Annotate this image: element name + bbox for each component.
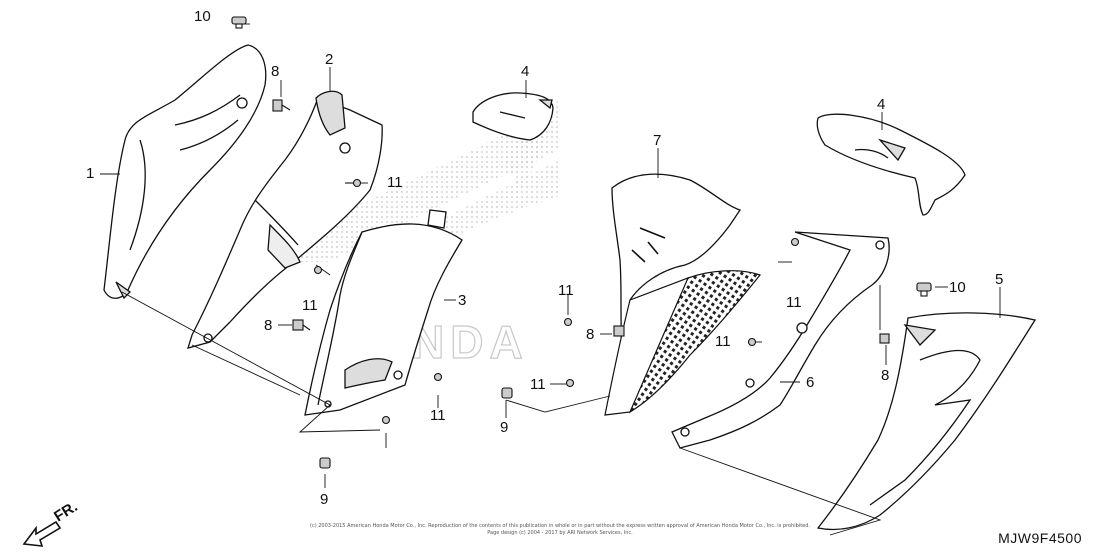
callout-10-right: 10: [949, 279, 966, 296]
part-5-lower-cowl: [816, 312, 1037, 531]
screw-11-b: [313, 265, 323, 275]
callout-11-e: 11: [715, 333, 731, 350]
screw-10-right: [916, 282, 932, 297]
clip-9-a: [319, 457, 331, 469]
screw-11-a: [345, 178, 362, 188]
callout-3: 3: [458, 292, 467, 309]
callout-11-f: 11: [530, 376, 546, 393]
callout-4-left: 4: [521, 63, 530, 80]
callout-11-a: 11: [387, 174, 403, 191]
screw-11-g: [433, 372, 443, 382]
callout-8-top: 8: [271, 63, 280, 80]
screw-11-c: [563, 317, 573, 327]
part-2-inner-panel: [187, 90, 383, 349]
callout-8-right: 8: [881, 367, 890, 384]
callout-5: 5: [995, 271, 1004, 288]
callout-9-center: 9: [500, 419, 509, 436]
part-4-right-cover: [816, 113, 966, 216]
clip-9-b: [501, 387, 513, 399]
callout-11-g: 11: [430, 407, 446, 424]
callout-8-center: 8: [586, 326, 595, 343]
bolt-8-b: [292, 319, 311, 331]
part-4-left-cover: [472, 92, 554, 141]
part-7-inner-cover: [611, 173, 742, 351]
callout-9-left: 9: [320, 491, 329, 508]
bolt-8-d: [879, 333, 890, 344]
callout-1: 1: [86, 165, 95, 182]
fasteners: [231, 16, 932, 469]
part-1-side-cowl: [103, 44, 267, 300]
screw-11-f: [565, 378, 575, 388]
callout-11-b: 11: [302, 297, 318, 314]
screw-10-top: [231, 16, 247, 29]
screw-11-h: [381, 415, 391, 425]
part-3-middle-panel: [304, 209, 463, 416]
callout-11-c: 11: [558, 282, 574, 299]
callout-10-top: 10: [194, 8, 211, 25]
part-6-lower-bracket: [671, 231, 890, 449]
diagram-code: MJW9F4500: [998, 530, 1082, 546]
copyright-line-2: Page design (c) 2004 - 2017 by ARI Netwo…: [487, 530, 633, 536]
screw-11-e: [747, 337, 757, 347]
callout-6: 6: [806, 374, 815, 391]
callout-2: 2: [325, 51, 334, 68]
mesh-grille: [604, 270, 761, 416]
screw-11-d: [790, 237, 800, 247]
callout-7: 7: [653, 132, 662, 149]
copyright-notice: (c) 2003-2015 American Honda Motor Co., …: [300, 523, 820, 537]
callout-11-d: 11: [786, 294, 802, 311]
leader-lines: [100, 23, 1001, 536]
callout-4-right: 4: [877, 96, 886, 113]
callout-8-left: 8: [264, 317, 273, 334]
bolt-8-c: [613, 325, 625, 337]
front-direction-arrow-icon: FR.: [22, 500, 81, 547]
bolt-8-a: [272, 99, 291, 112]
copyright-line-1: (c) 2003-2015 American Honda Motor Co., …: [310, 523, 810, 529]
